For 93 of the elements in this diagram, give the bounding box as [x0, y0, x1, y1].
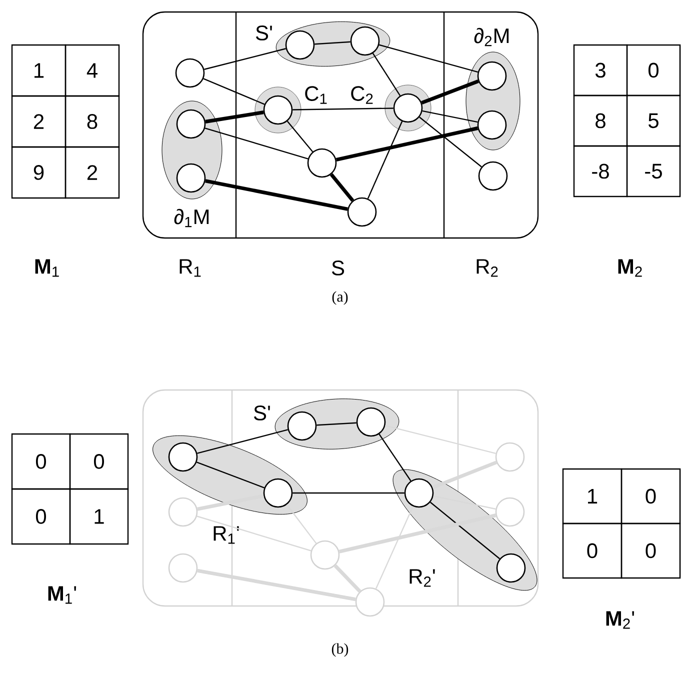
- label: M$_{2}$: [618, 259, 642, 277]
- graph-edge: [205, 110, 264, 124]
- graph-vertex: [285, 30, 315, 60]
- label: R$_{1}$: [180, 259, 201, 277]
- graph-edge: [378, 434, 412, 482]
- graph-edge: [292, 492, 404, 494]
- graph-vertex: [356, 407, 386, 437]
- panel-caption: (b): [332, 643, 348, 657]
- matrix-cell: 1: [69, 488, 129, 545]
- graph-vertex: [478, 161, 508, 191]
- graph-vertex: [263, 478, 293, 508]
- graph-edge: [375, 506, 414, 589]
- graph-edge: [197, 494, 264, 511]
- graph-edge: [196, 516, 312, 552]
- graph-vertex: [404, 478, 434, 508]
- label: M$_{1}$': [48, 586, 76, 604]
- graph-edge: [197, 429, 288, 454]
- graph-edge: [330, 173, 354, 202]
- label: M$_{2}$': [606, 611, 634, 629]
- graph-edge: [367, 121, 403, 199]
- node-label: S': [254, 406, 270, 420]
- graph-vertex: [495, 442, 525, 472]
- matrix-cell: 4: [64, 44, 120, 97]
- matrix-cell: 8: [64, 95, 120, 148]
- graph-vertex: [350, 26, 380, 56]
- graph-edge: [422, 110, 478, 123]
- matrix-cell: 2: [64, 146, 120, 199]
- graph-edge: [378, 44, 478, 73]
- graph-edge: [334, 564, 362, 593]
- graph-vertex: [263, 95, 293, 125]
- graph-vertex: [176, 163, 206, 193]
- graph-vertex: [347, 197, 377, 227]
- graph-vertex: [393, 93, 423, 123]
- graph-edge: [430, 502, 500, 560]
- matrix-cell: 1: [562, 468, 622, 524]
- graph-edge: [286, 120, 314, 152]
- label: R$_{2}$: [476, 259, 498, 277]
- graph-vertex: [495, 497, 525, 527]
- graph-edge: [336, 126, 478, 162]
- matrix-cell: 0: [620, 468, 681, 524]
- graph-edge: [314, 41, 350, 45]
- graph-vertex: [477, 110, 507, 140]
- graph-vertex: [307, 148, 337, 178]
- graph-vertex: [168, 553, 198, 583]
- graph-vertex: [175, 58, 205, 88]
- graph-vertex: [310, 540, 340, 570]
- graph-edge: [421, 80, 479, 104]
- node-label: ∂$_{1}$M: [174, 208, 209, 228]
- graph-edge: [203, 78, 265, 105]
- matrix-cell: 0: [562, 522, 622, 579]
- graph-edge: [204, 128, 308, 160]
- panel-caption: (a): [332, 291, 348, 305]
- matrix-cell: 0: [620, 522, 681, 579]
- matrix-cell: 0: [626, 44, 681, 96]
- graph-vertex: [477, 61, 507, 91]
- graph-vertex: [168, 497, 198, 527]
- matrix-cell: 9: [11, 146, 66, 199]
- graph-edge: [316, 422, 356, 426]
- matrix-cell: 3: [573, 44, 628, 96]
- graph-edge: [419, 116, 482, 168]
- graph-edge: [205, 179, 348, 211]
- panel-frame: [142, 11, 539, 239]
- matrix-cell: 1: [11, 44, 66, 97]
- matrix-cell: 0: [11, 433, 71, 490]
- graph-vertex: [355, 587, 385, 617]
- matrix-cell: 5: [626, 94, 681, 147]
- graph-edge: [286, 504, 317, 544]
- matrix-cell: 2: [11, 95, 66, 148]
- node-label: C$_{2}$: [351, 86, 373, 104]
- graph-edge: [338, 514, 496, 554]
- graph-vertex: [496, 553, 526, 583]
- label: M$_{1}$: [35, 259, 59, 277]
- graph-edge: [204, 48, 286, 70]
- graph-edge: [385, 424, 496, 454]
- matrix-cell: -8: [573, 145, 628, 198]
- matrix-cell: -5: [626, 145, 681, 198]
- graph-edge: [372, 53, 401, 96]
- graph-edge: [197, 568, 356, 602]
- graph-edge: [432, 460, 498, 490]
- node-label: S': [256, 26, 272, 40]
- graph-edge: [196, 462, 265, 488]
- node-label: ∂$_{2}$M: [474, 28, 509, 46]
- graph-edge: [433, 495, 496, 510]
- panel-frame: [142, 389, 539, 607]
- node-label: C$_{1}$: [305, 86, 327, 104]
- matrix-cell: 8: [573, 94, 628, 147]
- matrix-cell: 0: [11, 488, 71, 545]
- label: S: [332, 260, 344, 276]
- graph-edge: [292, 108, 394, 110]
- graph-vertex: [168, 442, 198, 472]
- graph-vertex: [287, 411, 317, 441]
- matrix-cell: 0: [69, 433, 129, 490]
- graph-vertex: [176, 109, 206, 139]
